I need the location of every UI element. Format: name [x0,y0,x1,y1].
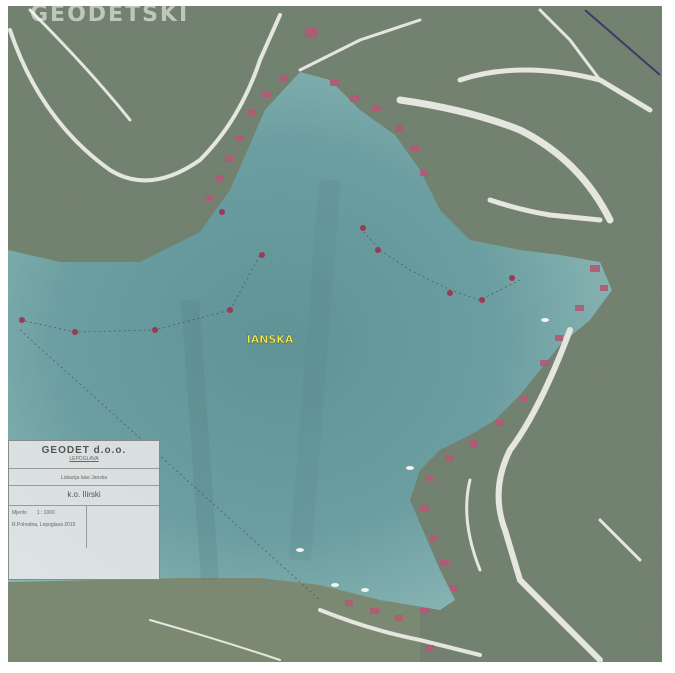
parcel-boundary [584,9,661,76]
watermark-text: GEODETSKI [30,2,190,27]
legend-cadastral: k.o. Ilirski [67,490,101,499]
legend-description: Lokacija luke Janska [60,475,108,481]
map-legend: GEODET d.o.o. LEPOGLAVA Lokacija luke Ja… [8,440,160,580]
settlement-buildings [205,28,608,652]
road-network [8,8,653,663]
survey-lines [19,227,521,601]
legend-scale-value: 1 : 1000 [36,510,55,516]
legend-footer: Mjerilo 1 : 1000 R.Pohodna, Lepoglava 20… [9,505,159,548]
survey-markers [19,209,515,335]
legend-company: GEODET d.o.o. [41,445,127,456]
boats [296,318,549,592]
bay-label: IANSKA [247,333,294,346]
legend-footer-left: R.Pohodna, Lepoglava 2015 [12,522,76,528]
legend-notes [87,506,159,548]
legend-company-sub: LEPOGLAVA [69,456,99,462]
legend-scale-label: Mjerilo [12,510,27,516]
